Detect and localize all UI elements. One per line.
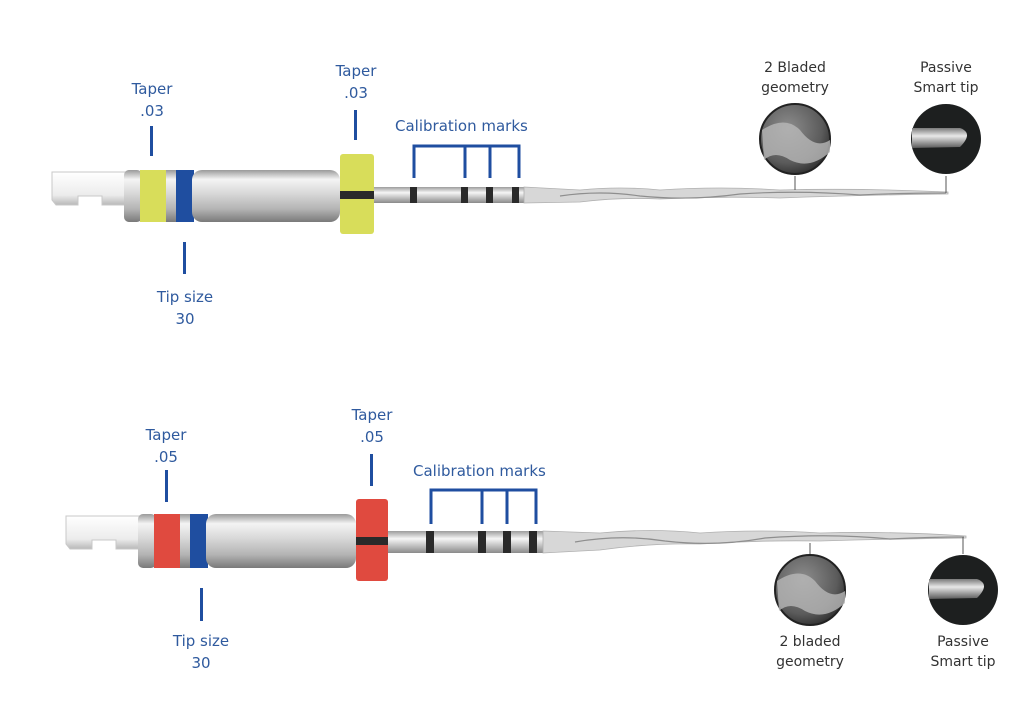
- calibration-mark: [461, 187, 468, 203]
- taper-label-text: Taper: [131, 80, 173, 98]
- calibration-mark: [512, 187, 519, 203]
- tip-size-pointer-line: [200, 588, 203, 621]
- stopper-taper-value-text: .03: [344, 84, 368, 102]
- smart-tip-label-line2: Smart tip: [913, 80, 979, 96]
- stopper-taper-pointer-line: [370, 454, 373, 486]
- taper-ring: [140, 170, 166, 222]
- taper-pointer-line: [165, 470, 168, 502]
- handle-gap: [166, 170, 176, 222]
- smart-tip-label: Passive Smart tip: [896, 58, 996, 98]
- calibration-marks-label: Calibration marks: [395, 117, 528, 135]
- geometry-magnifier: [774, 554, 846, 626]
- tip-size-label: Tip size 30: [156, 630, 246, 674]
- calibration-mark: [486, 187, 493, 203]
- smart-tip-magnifier: [928, 555, 998, 625]
- taper-value-text: .05: [154, 448, 178, 466]
- calibration-marks-label: Calibration marks: [413, 462, 546, 480]
- geometry-label-line2: geometry: [776, 654, 844, 670]
- handle-shank: [206, 514, 356, 568]
- taper-label-text: Taper: [145, 426, 187, 444]
- stopper-taper-label-text: Taper: [351, 406, 393, 424]
- handle-body: [138, 514, 156, 568]
- calibration-mark: [410, 187, 417, 203]
- instrument-1: [51, 103, 981, 234]
- smart-tip-label-line2: Smart tip: [930, 654, 996, 670]
- geometry-label-line1: 2 Bladed: [764, 60, 826, 76]
- flute-line: [559, 191, 947, 199]
- tip-size-label-text: Tip size: [156, 288, 214, 306]
- geometry-magnifier: [759, 103, 831, 175]
- tip-size-label-text: Tip size: [172, 632, 230, 650]
- latch-end: [65, 515, 143, 550]
- shaft: [388, 531, 543, 553]
- smart-tip-magnifier: [911, 104, 981, 174]
- stopper-band: [356, 537, 388, 545]
- calibration-bracket: [412, 144, 521, 178]
- calibration-mark: [503, 531, 511, 553]
- latch-end: [51, 171, 129, 206]
- smart-tip-label: Passive Smart tip: [913, 632, 1013, 672]
- stopper-taper-label: Taper .05: [344, 404, 400, 448]
- handle-taper-label: Taper .05: [138, 424, 194, 468]
- geometry-label: 2 Bladed geometry: [745, 58, 845, 98]
- tip-size-pointer-line: [183, 242, 186, 274]
- geometry-label-line1: 2 bladed: [779, 634, 841, 650]
- stopper-taper-label: Taper .03: [328, 60, 384, 104]
- tip-size-value-text: 30: [175, 310, 195, 328]
- taper-pointer-line: [150, 126, 153, 156]
- calibration-mark: [478, 531, 486, 553]
- handle-gap: [180, 514, 190, 568]
- stopper-taper-pointer-line: [354, 110, 357, 140]
- fluted-blade: [542, 530, 967, 554]
- smart-tip-label-line1: Passive: [920, 60, 972, 76]
- tip-size-value-text: 30: [191, 654, 211, 672]
- flute-line: [574, 535, 965, 544]
- geometry-label-line2: geometry: [761, 80, 829, 96]
- instrument-2: [65, 488, 998, 626]
- tip-size-ring: [190, 514, 208, 568]
- stopper-taper-value-text: .05: [360, 428, 384, 446]
- stopper-taper-label-text: Taper: [335, 62, 377, 80]
- calibration-bracket: [429, 488, 538, 524]
- tip-size-ring: [176, 170, 194, 222]
- calibration-mark: [529, 531, 537, 553]
- calibration-mark: [426, 531, 434, 553]
- taper-ring: [154, 514, 180, 568]
- tip-size-label: Tip size 30: [140, 286, 230, 330]
- stopper-band: [340, 191, 374, 199]
- handle-body: [124, 170, 142, 222]
- taper-value-text: .03: [140, 102, 164, 120]
- handle-taper-label: Taper .03: [124, 78, 180, 122]
- geometry-label: 2 bladed geometry: [760, 632, 860, 672]
- smart-tip-label-line1: Passive: [937, 634, 989, 650]
- shaft: [374, 187, 524, 203]
- handle-shank: [192, 170, 340, 222]
